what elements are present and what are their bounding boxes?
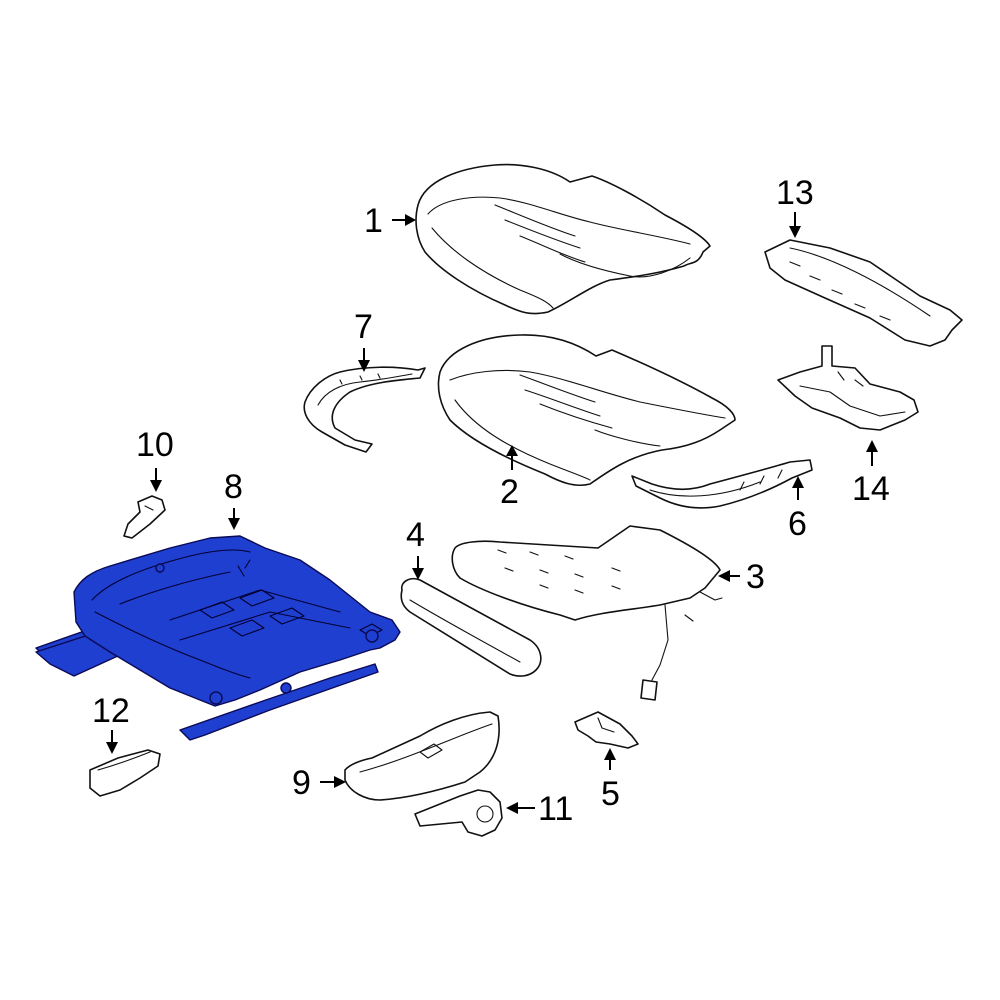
part-14-bracket-assembly[interactable] — [777, 345, 919, 431]
callout-8: 8 — [224, 468, 243, 506]
callout-3: 3 — [746, 558, 765, 596]
callout-1: 1 — [364, 202, 383, 240]
callout-13: 13 — [776, 174, 814, 212]
part-8-seat-frame[interactable] — [35, 535, 401, 741]
callout-12: 12 — [92, 692, 130, 730]
part-7-side-trim[interactable] — [303, 366, 426, 453]
callout-14: 14 — [852, 470, 890, 508]
part-3-heater-mat[interactable] — [451, 525, 723, 701]
callout-2: 2 — [500, 473, 519, 511]
callout-6: 6 — [788, 505, 807, 543]
part-5-bracket[interactable] — [574, 711, 639, 749]
callout-7: 7 — [354, 308, 373, 346]
part-2-cushion-pad[interactable] — [437, 334, 736, 487]
callout-11: 11 — [538, 790, 573, 828]
callout-labels: 1 2 3 4 5 6 7 8 9 10 11 12 13 14 — [92, 174, 890, 828]
part-11-handle[interactable] — [414, 789, 503, 837]
callout-9: 9 — [292, 764, 311, 802]
part-6-side-trim[interactable] — [631, 459, 813, 509]
part-12-end-cap[interactable] — [89, 749, 161, 797]
part-4-bolster-pad[interactable] — [400, 577, 542, 677]
callout-arrows — [106, 212, 878, 814]
part-13-rear-trim[interactable] — [764, 239, 963, 347]
part-1-cushion-cover[interactable] — [415, 163, 711, 315]
callout-10: 10 — [136, 426, 174, 464]
part-9-side-shield[interactable] — [344, 711, 500, 801]
part-10-bracket[interactable] — [123, 495, 166, 539]
callout-5: 5 — [601, 775, 620, 813]
callout-4: 4 — [406, 516, 425, 554]
